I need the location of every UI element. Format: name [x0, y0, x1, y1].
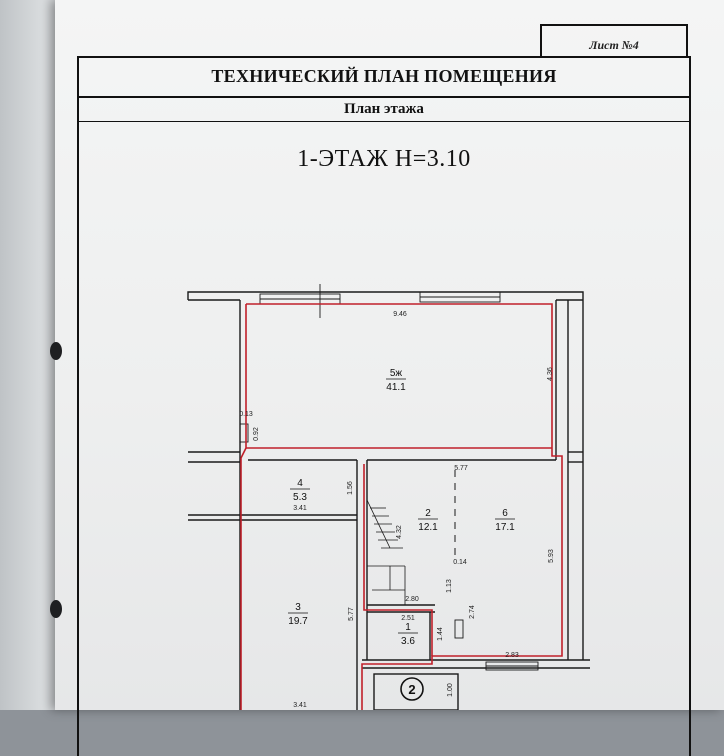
- dimension: 1.13: [446, 579, 453, 593]
- dimension: 2.80: [405, 596, 419, 603]
- dimension: 4.32: [396, 525, 403, 539]
- punch-hole: [50, 342, 62, 360]
- dimension: 9.46: [393, 311, 407, 318]
- dimension: 0.92: [253, 427, 260, 441]
- room-area: 3.6: [401, 636, 415, 647]
- sheet-number: Лист №4: [589, 38, 639, 52]
- document-title: ТЕХНИЧЕСКИЙ ПЛАН ПОМЕЩЕНИЯ: [211, 65, 557, 86]
- dimension: 1.56: [347, 481, 354, 495]
- dimension: 5.93: [548, 549, 555, 563]
- document-subtitle: План этажа: [344, 101, 424, 117]
- dimension: 2.83: [505, 652, 519, 659]
- room-area: 41.1: [386, 382, 406, 393]
- sheet-number-box: Лист №4: [540, 24, 688, 56]
- dimension: 2.51: [401, 615, 415, 622]
- floor-title: 1-ЭТАЖ Н=3.10: [297, 146, 471, 172]
- dimension: 5.77: [348, 607, 355, 621]
- room-number: 3: [295, 602, 301, 613]
- entry-marker: 2: [400, 677, 424, 701]
- document-subtitle-row: План этажа: [77, 98, 691, 122]
- marker-number: 2: [408, 682, 415, 697]
- room-number: 6: [502, 508, 508, 519]
- dimension: 1.00: [447, 683, 454, 697]
- dimension: 3.41: [293, 505, 307, 512]
- room-number: 1: [405, 622, 411, 633]
- document-title-row: ТЕХНИЧЕСКИЙ ПЛАН ПОМЕЩЕНИЯ: [77, 56, 691, 98]
- windows: [239, 284, 539, 671]
- room-area: 12.1: [418, 522, 438, 533]
- dimension-labels: 9.46 4.36 0.13 0.92 1.56 3.41 5.77 4.32 …: [239, 311, 555, 709]
- room-labels: 5ж 41.1 4 5.3 2 12.1 6 17.1 3 19.7 1 3.6: [288, 368, 515, 647]
- walls: [187, 291, 590, 710]
- staircase: [366, 499, 406, 605]
- punch-hole: [50, 600, 62, 618]
- dimension: 1.44: [437, 627, 444, 641]
- dimension: 3.41: [293, 702, 307, 709]
- dimension: 5.77: [454, 465, 468, 472]
- room-area: 17.1: [495, 522, 515, 533]
- room-area: 19.7: [288, 616, 308, 627]
- paper-sheet: [55, 0, 724, 710]
- room-number: 5ж: [390, 368, 403, 379]
- floor-plan: 5ж 41.1 4 5.3 2 12.1 6 17.1 3 19.7 1 3.6…: [187, 284, 590, 710]
- dimension: 4.36: [547, 367, 554, 381]
- room-number: 4: [297, 478, 303, 489]
- room-area: 5.3: [293, 492, 307, 503]
- drawing-frame: [77, 56, 691, 756]
- dimension: 0.14: [453, 559, 467, 566]
- premises-outline: [240, 303, 563, 710]
- dimension: 0.13: [239, 411, 253, 418]
- room-number: 2: [425, 508, 431, 519]
- dimension: 2.74: [469, 605, 476, 619]
